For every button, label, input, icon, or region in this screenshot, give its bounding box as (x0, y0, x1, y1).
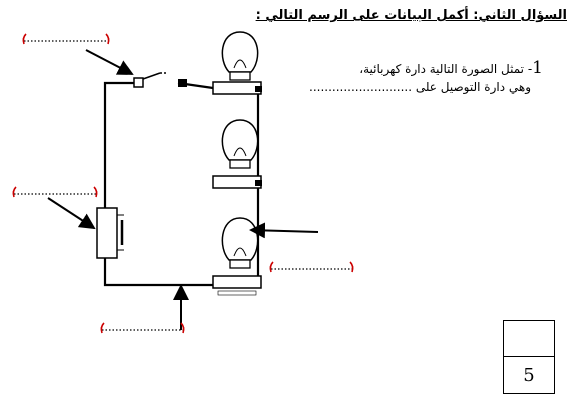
arrow-to-switch (85, 49, 134, 75)
score-box: 5 (503, 320, 555, 394)
wire-left-bottom (103, 258, 213, 287)
question-number: 1 (532, 58, 543, 78)
bulb-2 (212, 119, 262, 189)
bulb-3 (212, 217, 262, 296)
score-total-cell: 5 (523, 364, 535, 386)
arrow-to-bulb (249, 222, 319, 239)
arrow-to-battery (47, 197, 96, 230)
bulb-1 (212, 31, 262, 95)
switch-symbol (133, 72, 187, 88)
question-line-2: وهي دارة التوصيل على ...................… (309, 80, 531, 94)
question-text-1: - تمثل الصورة التالية دارة كهربائية، (359, 62, 533, 76)
wire-top-left (103, 81, 135, 208)
question-line-1: 1- تمثل الصورة التالية دارة كهربائية، (359, 58, 543, 78)
blank-brackets (12, 33, 354, 334)
question-heading: السؤال الثاني: أكمل البيانات على الرسم ا… (255, 8, 567, 23)
score-earned-cell[interactable] (504, 321, 554, 357)
battery-symbol (96, 207, 124, 259)
